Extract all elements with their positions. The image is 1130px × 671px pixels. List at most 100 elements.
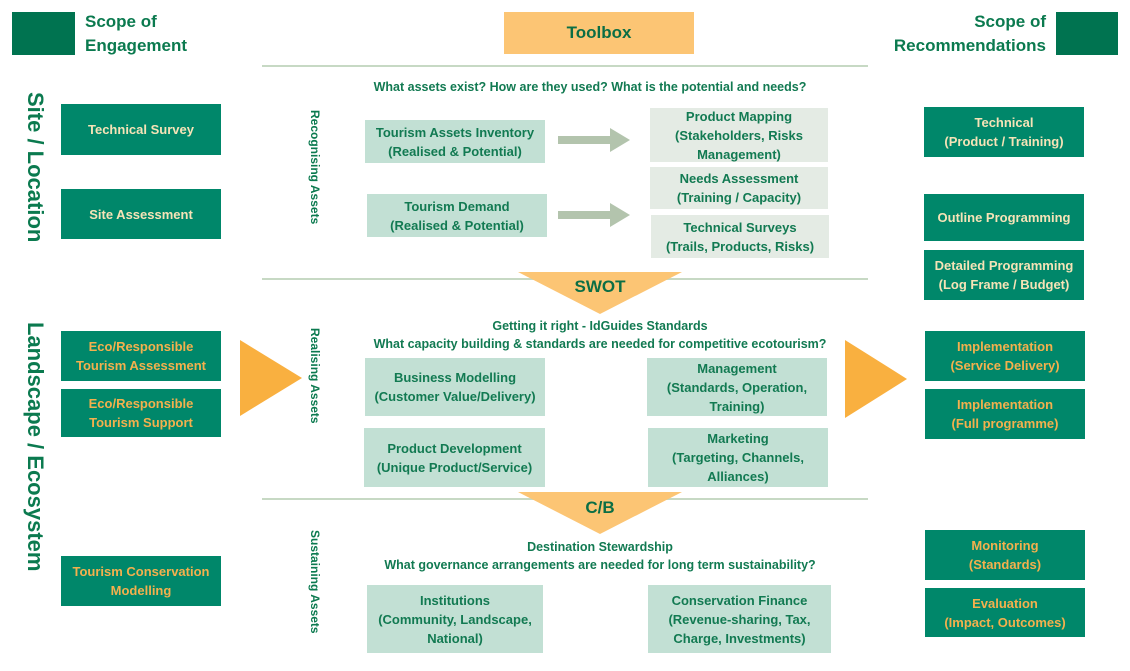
- engagement-technical-survey[interactable]: Technical Survey: [61, 104, 221, 155]
- rec-detailed-programming[interactable]: Detailed Programming (Log Frame / Budget): [924, 250, 1084, 300]
- box-line: (Full programme): [951, 416, 1059, 431]
- swot-label: SWOT: [574, 277, 626, 296]
- management-box[interactable]: Management (Standards, Operation, Training…: [647, 358, 827, 416]
- box-line: Management): [697, 146, 781, 162]
- box-line: Conservation Finance: [671, 592, 808, 608]
- sustaining-heading: Destination Stewardship: [527, 540, 673, 554]
- box-line: Business Modelling: [393, 370, 517, 385]
- box-line: Evaluation: [972, 595, 1038, 611]
- title-line: Scope of: [974, 12, 1046, 31]
- box-line: Alliances): [707, 469, 769, 484]
- box-line: Product Mapping: [685, 108, 793, 124]
- box-line: (Standards, Operation,: [666, 379, 808, 395]
- box-line: (Service Delivery): [950, 358, 1060, 373]
- toolbox-label: Toolbox: [566, 23, 632, 42]
- sustaining-question: What governance arrangements are needed …: [384, 558, 816, 572]
- realising-question: What capacity building & standards are n…: [373, 337, 827, 351]
- recognising-question: What assets exist? How are they used? Wh…: [373, 80, 807, 94]
- box-line: Eco/Responsible: [88, 396, 194, 411]
- product-development-box[interactable]: Product Development (Unique Product/Servi…: [364, 428, 545, 487]
- box-line: Product Development: [387, 440, 522, 456]
- site-location-label: Site / Location: [23, 92, 48, 243]
- box-line: (Realised & Potential): [390, 217, 524, 233]
- business-modelling-box[interactable]: Business Modelling (Customer Value/Delive…: [365, 358, 545, 416]
- engagement-swatch: [12, 12, 75, 55]
- box-line: (Trails, Products, Risks): [665, 238, 815, 254]
- box-line: (Realised & Potential): [388, 143, 522, 159]
- engagement-to-toolbox-arrow: [240, 340, 302, 416]
- title-line: Recommendations: [893, 36, 1046, 55]
- box-line: Implementation: [956, 339, 1054, 354]
- toolbox-header: Toolbox: [504, 12, 694, 54]
- box-line: (Unique Product/Service): [376, 459, 533, 475]
- title-line: Engagement: [85, 36, 188, 55]
- recommendations-swatch: [1056, 12, 1118, 55]
- box-line: Institutions: [419, 592, 491, 608]
- box-line: Detailed Programming: [934, 258, 1074, 273]
- box-line: Needs Assessment: [679, 171, 799, 186]
- rec-evaluation[interactable]: Evaluation (Impact, Outcomes): [925, 588, 1085, 637]
- box-line: (Community, Landscape,: [378, 611, 532, 627]
- toolbox-to-recommendations-arrow: [845, 340, 907, 418]
- box-line: (Product / Training): [944, 134, 1064, 149]
- box-line: Site Assessment: [89, 206, 193, 222]
- rec-outline-programming[interactable]: Outline Programming: [924, 194, 1084, 241]
- swot-triangle: [518, 272, 682, 314]
- box-line: Tourism Assets Inventory: [375, 124, 535, 140]
- conservation-finance-box[interactable]: Conservation Finance (Revenue-sharing, Ta…: [648, 585, 831, 653]
- rec-implementation-service-delivery[interactable]: Implementation (Service Delivery): [925, 331, 1085, 381]
- box-line: Technical: [974, 115, 1034, 130]
- arrow-shape: [240, 340, 302, 416]
- tourism-demand-box[interactable]: Tourism Demand (Realised & Potential): [367, 194, 547, 237]
- box-line: Modelling: [110, 583, 172, 598]
- box-line: (Standards): [968, 557, 1042, 572]
- box-line: Eco/Responsible: [88, 339, 194, 354]
- rec-implementation-full-programme[interactable]: Implementation (Full programme): [925, 389, 1085, 439]
- sustaining-assets-label: Sustaining Assets: [308, 530, 322, 634]
- box-line: National): [427, 630, 483, 646]
- rec-monitoring[interactable]: Monitoring (Standards): [925, 530, 1085, 580]
- box-line: Implementation: [956, 397, 1054, 412]
- box-line: Tourism Assessment: [75, 358, 207, 373]
- box-line: Outline Programming: [937, 210, 1071, 225]
- arrow-right-icon: [558, 128, 630, 152]
- box-line: Tourism Conservation: [72, 564, 210, 579]
- box-line: Monitoring: [971, 538, 1039, 553]
- box-line: (Impact, Outcomes): [944, 614, 1066, 630]
- scope-of-engagement-title: Scope of Engagement: [85, 10, 187, 58]
- technical-surveys-box[interactable]: Technical Surveys (Trails, Products, Risk…: [651, 215, 829, 258]
- institutions-box[interactable]: Institutions (Community, Landscape, Nation…: [367, 585, 543, 653]
- marketing-box[interactable]: Marketing(Targeting, Channels,Alliances): [648, 428, 828, 487]
- arrow-shape: [845, 340, 907, 418]
- triangle-shape: [518, 492, 682, 534]
- box-line: (Log Frame / Budget): [938, 277, 1070, 292]
- needs-assessment-box[interactable]: Needs Assessment (Training / Capacity): [650, 167, 828, 209]
- box-line: Tourism Demand: [404, 198, 510, 214]
- triangle-shape: [518, 272, 682, 314]
- recognising-assets-label: Recognising Assets: [308, 110, 322, 225]
- cb-label: C/B: [585, 498, 615, 517]
- divider-top: [262, 65, 868, 67]
- box-line: (Customer Value/Delivery): [374, 389, 536, 404]
- realising-assets-label: Realising Assets: [308, 328, 322, 424]
- landscape-ecosystem-label: Landscape / Ecosystem: [23, 322, 48, 572]
- box-line: Technical Surveys: [683, 219, 797, 235]
- box-line: Management: [697, 360, 777, 376]
- box-line: Tourism Support: [89, 415, 193, 430]
- engagement-site-assessment[interactable]: Site Assessment: [61, 189, 221, 239]
- box-line: Training): [709, 398, 765, 414]
- tourism-assets-inventory-box[interactable]: Tourism Assets Inventory (Realised & Pote…: [365, 120, 545, 163]
- rec-technical[interactable]: Technical (Product / Training): [924, 107, 1084, 157]
- box-line: (Stakeholders, Risks: [675, 127, 803, 143]
- scope-of-recommendations-title: Scope of Recommendations: [894, 10, 1046, 58]
- box-line: (Training / Capacity): [676, 190, 802, 205]
- arrow-right-icon: [558, 203, 630, 227]
- title-line: Scope of: [85, 12, 157, 31]
- box-line: (Targeting, Channels,: [672, 450, 804, 465]
- realising-heading: Getting it right - IdGuides Standards: [492, 319, 708, 333]
- box-line: (Revenue-sharing, Tax,: [668, 611, 811, 627]
